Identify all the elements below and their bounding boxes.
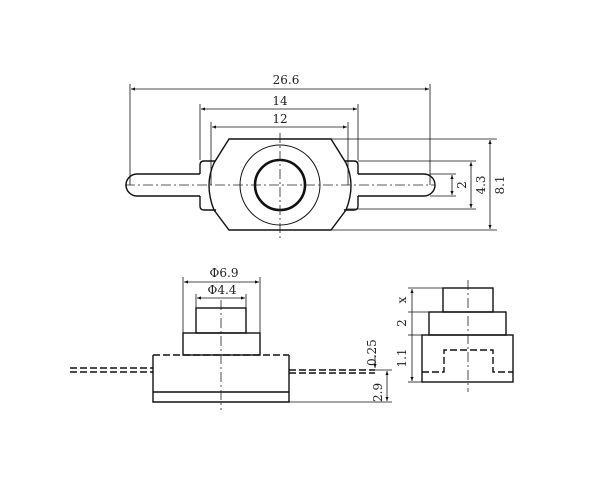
button-collar [182, 332, 261, 356]
right-lead-side [289, 369, 375, 374]
dim-label-ear-width: 14 [272, 94, 288, 108]
internal-cavity [422, 349, 513, 373]
side-collar [428, 311, 507, 336]
dim-label-outer-diameter: Φ6.9 [210, 266, 239, 280]
left-lead-side [70, 367, 153, 373]
side-base [421, 334, 514, 383]
dim-label-button-travel: x [395, 296, 409, 303]
dim-label-middle-height: 2 [395, 319, 409, 327]
button-circle [253, 158, 307, 212]
dim-label-overall-width: 26.6 [273, 73, 300, 87]
side-view: x 2 1.1 [395, 280, 514, 392]
dim-label-button-diameter: Φ4.4 [208, 283, 237, 297]
top-view: 26.6 14 12 2 4.3 8.1 [125, 73, 507, 240]
front-view: Φ6.9 Φ4.4 2.9 0.25 [70, 266, 392, 410]
dim-label-lead-thickness: 0.25 [365, 339, 379, 366]
dim-label-body-width: 12 [272, 112, 287, 126]
dim-label-lower-height: 1.1 [395, 348, 409, 367]
dim-label-body-height-front: 2.9 [371, 383, 385, 402]
dim-label-body-height: 8.1 [493, 175, 507, 194]
dim-label-ear-height: 4.3 [474, 175, 488, 194]
left-ear [199, 160, 216, 211]
dim-label-lead-height: 2 [455, 181, 469, 189]
